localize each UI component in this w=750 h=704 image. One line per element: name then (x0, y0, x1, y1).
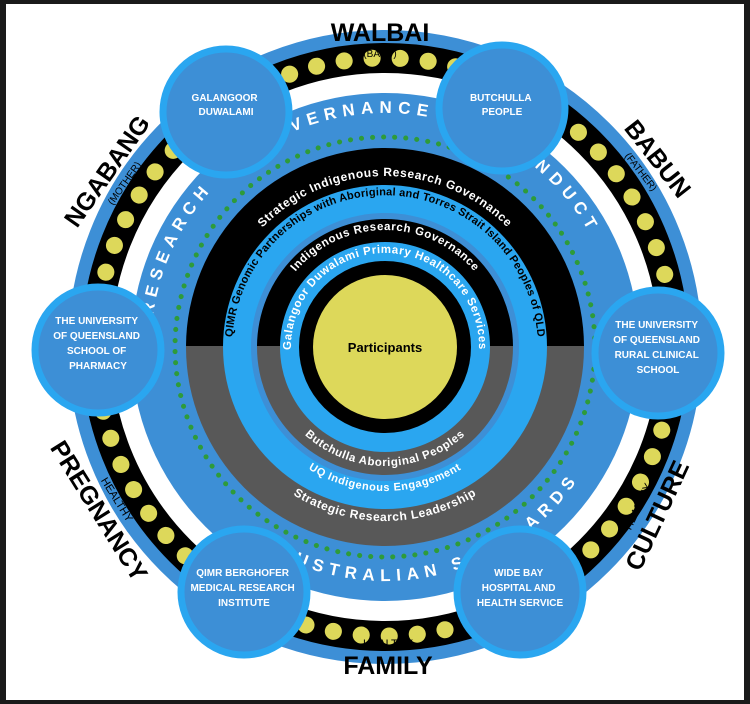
partner-qimr: QIMR BERGHOFER MEDICAL RESEARCH INSTITUT… (177, 525, 311, 659)
partner-uq-rural-line: SCHOOL (637, 365, 680, 376)
partner-qimr-line: INSTITUTE (218, 598, 270, 609)
partner-galangoor: GALANGOOR DUWALAMI (159, 45, 293, 179)
partner-widebay-line: HEALTH SERVICE (477, 598, 564, 609)
partner-widebay-line: HOSPITAL AND (482, 583, 556, 594)
theme-walbai: WALBAI (BABY) (331, 19, 430, 60)
partner-butchulla-line: BUTCHULLA (470, 93, 531, 104)
partner-qimr-line: QIMR BERGHOFER (196, 568, 290, 579)
partner-uq-pharmacy-line: THE UNIVERSITY (55, 316, 138, 327)
svg-text:THE UNIVERSITY OF QUEENS: THE UNIVERSITY OF QUEENSLAND SCHOOL OF P… (53, 316, 142, 372)
partner-uq-rural-line: RURAL CLINICAL (615, 350, 699, 361)
partner-butchulla-line: PEOPLE (482, 107, 523, 118)
partner-qimr-line: MEDICAL RESEARCH (190, 583, 294, 594)
partner-galangoor-line: DUWALAMI (199, 107, 254, 118)
partner-uq-rural: THE UNIVERSITY OF QUEENSLAND RURAL CLINI… (591, 286, 725, 420)
governance-diagram: Participants Galangoor Duwalami Primary … (31, 19, 725, 680)
theme-walbai-sub: (BABY) (363, 49, 396, 60)
theme-family: HEALTHY FAMILY (343, 638, 433, 680)
partner-uq-rural-line: THE UNIVERSITY (615, 320, 698, 331)
partner-widebay-line: WIDE BAY (494, 568, 543, 579)
svg-text:THE UNIVERSITY OF QUEENS: THE UNIVERSITY OF QUEENSLAND RURAL CLINI… (613, 320, 702, 376)
partner-uq-pharmacy-line: SCHOOL OF (67, 346, 126, 357)
theme-family-sub: HEALTHY (363, 638, 414, 650)
partner-uq-pharmacy-line: OF QUEENSLAND (53, 331, 140, 342)
svg-text:QIMR BERGHOFER MEDICAL R: QIMR BERGHOFER MEDICAL RESEARCH INSTITUT… (190, 568, 297, 609)
partner-widebay: WIDE BAY HOSPITAL AND HEALTH SERVICE (453, 525, 587, 659)
theme-walbai-word: WALBAI (331, 19, 430, 47)
participants-label: Participants (348, 340, 422, 355)
partner-uq-pharmacy-line: PHARMACY (69, 361, 127, 372)
diagram-canvas: Participants Galangoor Duwalami Primary … (6, 4, 744, 700)
theme-family-word: FAMILY (343, 652, 433, 680)
svg-text:WIDE BAY HOSPITAL AND: WIDE BAY HOSPITAL AND HEALTH SERVICE (477, 568, 564, 609)
partner-uq-rural-line: OF QUEENSLAND (613, 335, 700, 346)
participants-circle (313, 275, 457, 419)
partner-uq-pharmacy: THE UNIVERSITY OF QUEENSLAND SCHOOL OF P… (31, 283, 165, 417)
svg-text:GALANGOOR DUWALAMI: GALANGOOR DUWALAMI (192, 93, 261, 118)
partner-galangoor-line: GALANGOOR (192, 93, 259, 104)
partner-butchulla: BUTCHULLA PEOPLE (435, 41, 569, 175)
svg-text:BUTCHULLA PEOPLE: BUTCHULLA PEOPLE (470, 93, 534, 118)
